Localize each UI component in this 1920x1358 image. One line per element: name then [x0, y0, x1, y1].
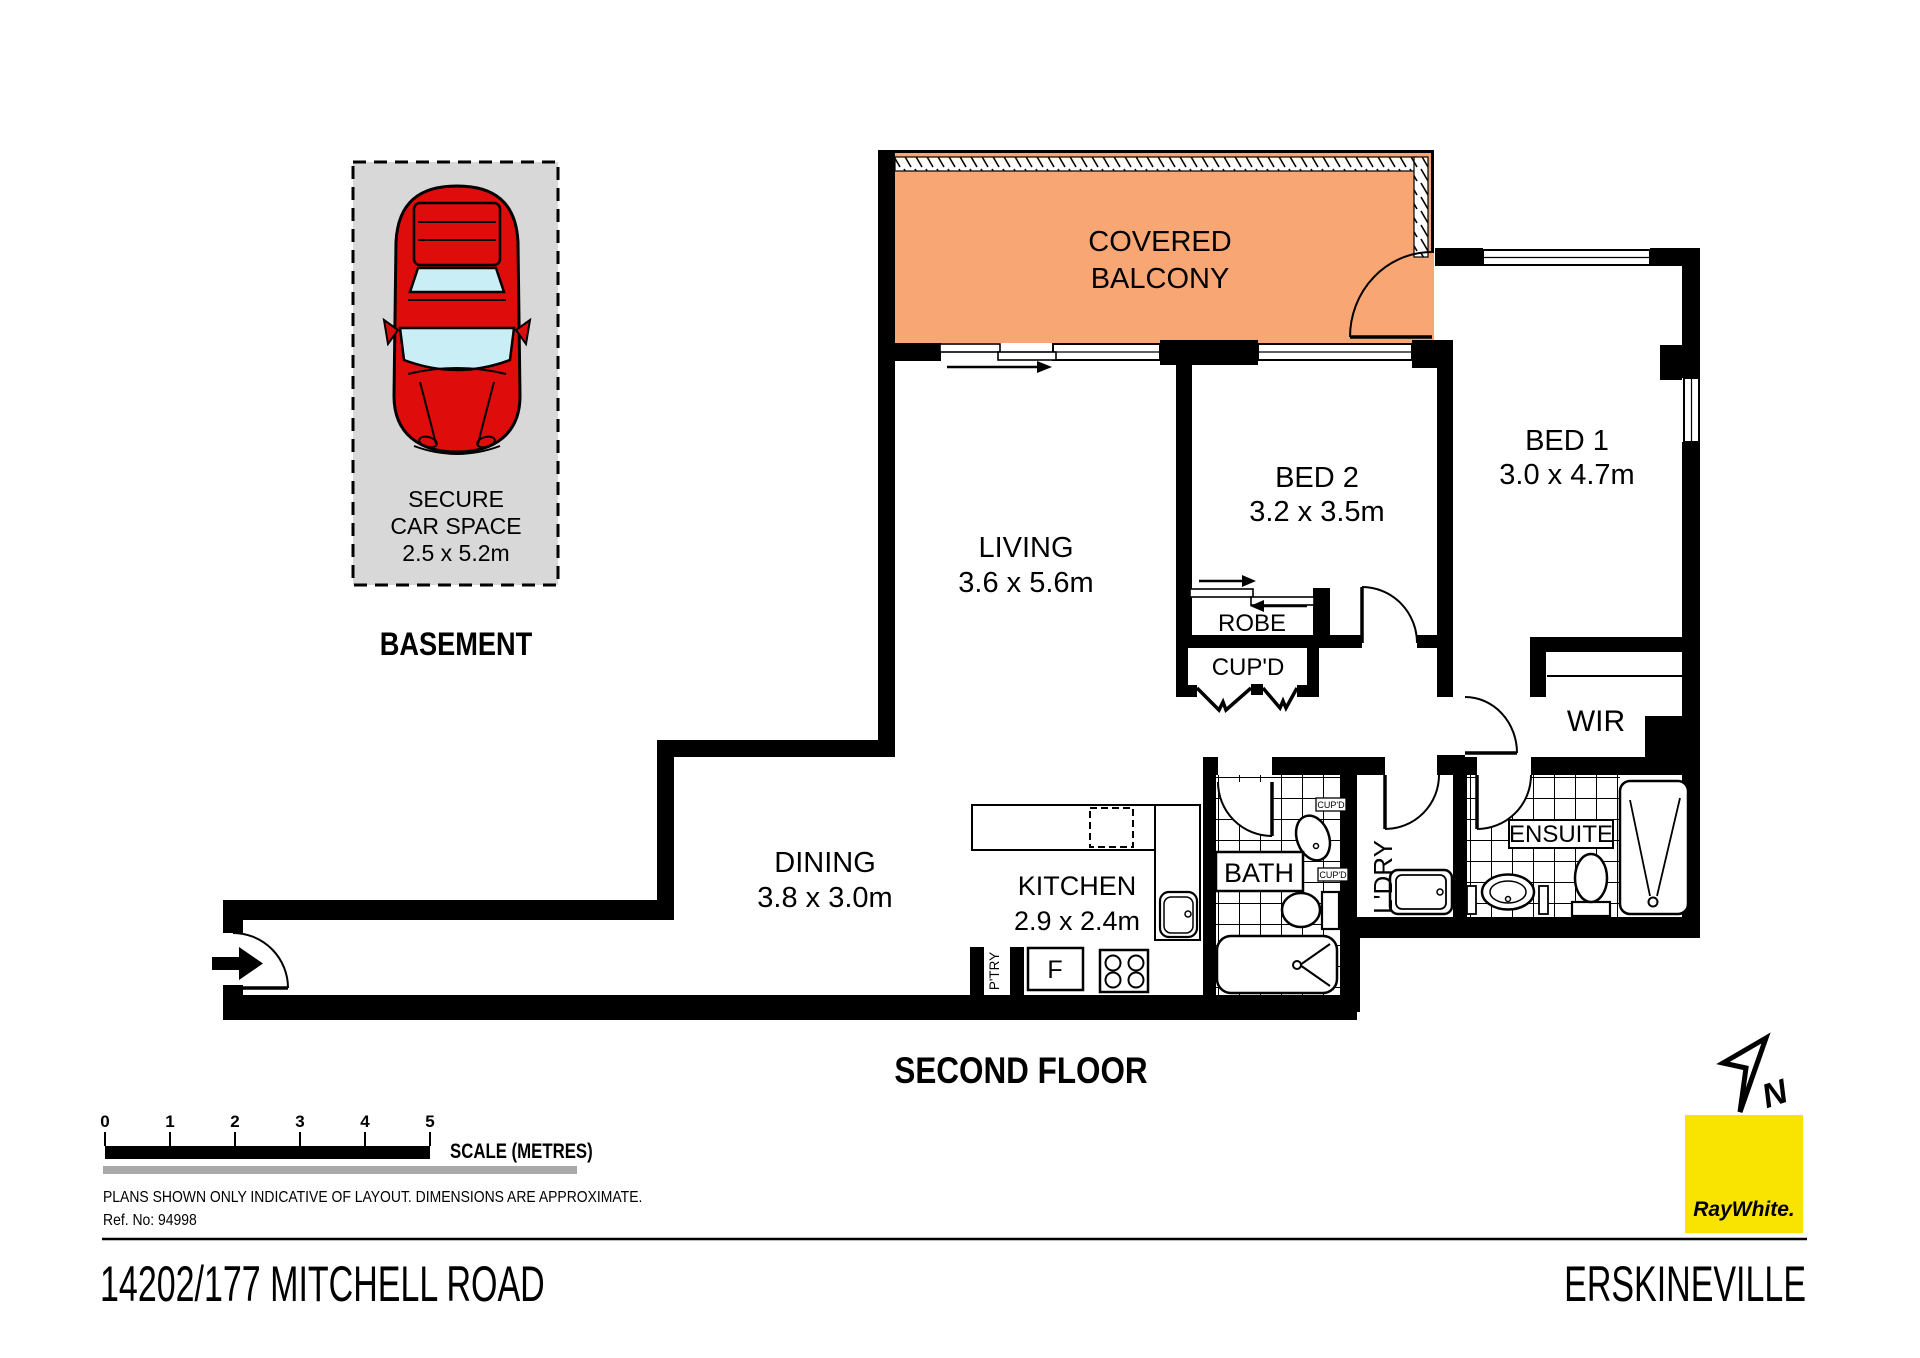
bed2-label: BED 2: [1275, 462, 1359, 494]
bed1-dims: 3.0 x 4.7m: [1499, 459, 1634, 491]
toilet-icon: [1280, 890, 1341, 931]
basement-title: BASEMENT: [380, 627, 533, 663]
laundry-tub-icon: [1388, 868, 1454, 916]
basement-section: SECURE CAR SPACE 2.5 x 5.2m BASEMENT: [351, 160, 560, 663]
bath-fixtures: CUP'D CUP'D BATH: [1214, 797, 1349, 995]
bed2-dims: 3.2 x 3.5m: [1249, 496, 1384, 528]
bench-appliance: [1089, 807, 1134, 848]
balustrade-right: [1413, 156, 1429, 258]
slide-arrow-icon: [1037, 361, 1052, 373]
basin-icon: [1294, 814, 1332, 862]
slide-arrow-icon: [1242, 575, 1256, 587]
scale-tick-5: 5: [425, 1112, 434, 1131]
ensuite-fixtures: ENSUITE: [1466, 779, 1690, 918]
branding: N RayWhite.: [1685, 1032, 1803, 1233]
scale-tick-1: 1: [165, 1112, 174, 1131]
scale-bar: 0 1 2 3 4 5 SCALE (METRES): [100, 1112, 593, 1174]
footer-suburb: ERSKINEVILLE: [1564, 1257, 1806, 1313]
scale-tick-2: 2: [230, 1112, 239, 1131]
cupboard-bifold-doors: [1185, 684, 1308, 713]
scale-gray-bar: [103, 1166, 577, 1174]
laundry-label: L'DRY: [1368, 840, 1398, 914]
scale-tick-0: 0: [100, 1112, 109, 1131]
bath-cupboard-bottom-label: CUP'D: [1319, 870, 1347, 880]
sink-icon: [1158, 890, 1199, 939]
raywhite-logo: [1685, 1115, 1803, 1233]
ref-number: Ref. No: 94998: [103, 1212, 197, 1229]
kitchen-dims: 2.9 x 2.4m: [1014, 906, 1140, 936]
slide-arrow-icon: [1250, 600, 1264, 612]
balcony-label-line2: BALCONY: [1091, 263, 1230, 295]
disclaimer-text: PLANS SHOWN ONLY INDICATIVE OF LAYOUT. D…: [103, 1189, 642, 1206]
compass-north-letter: N: [1757, 1072, 1793, 1116]
balcony-label-line1: COVERED: [1088, 226, 1231, 258]
car-icon: [382, 184, 532, 455]
balcony-floor: [878, 150, 1434, 343]
cupboard-label: CUP'D: [1212, 654, 1285, 681]
ensuite-label: ENSUITE: [1509, 821, 1613, 848]
raywhite-logo-text: RayWhite.: [1693, 1198, 1795, 1221]
laundry-fixtures: L'DRY: [1368, 840, 1454, 916]
pantry-label: P'TRY: [987, 952, 1002, 990]
kitchen-label: KITCHEN: [1018, 871, 1137, 901]
robe-label: ROBE: [1218, 610, 1286, 637]
room-labels: LIVING 3.6 x 5.6m DINING 3.8 x 3.0m KITC…: [757, 425, 1634, 936]
entry-arrow-icon: [212, 947, 263, 980]
robe-sliding-door: [1189, 575, 1315, 612]
bath-cupboard-top-label: CUP'D: [1317, 800, 1345, 810]
bed1-label: BED 1: [1525, 425, 1609, 457]
floor-title: SECOND FLOOR: [894, 1051, 1147, 1092]
living-label: LIVING: [978, 532, 1073, 564]
footer-address: 14202/177 MITCHELL ROAD: [100, 1257, 545, 1313]
kitchen-fixtures: F P'TRY: [971, 804, 1201, 994]
dining-label: DINING: [774, 847, 876, 879]
fridge-box: [1026, 946, 1085, 992]
notes: PLANS SHOWN ONLY INDICATIVE OF LAYOUT. D…: [103, 1189, 642, 1229]
dining-dims: 3.8 x 3.0m: [757, 882, 892, 914]
wir-label: WIR: [1567, 705, 1625, 738]
living-dims: 3.6 x 5.6m: [958, 567, 1093, 599]
fridge-label: F: [1047, 956, 1062, 984]
bathtub-icon: [1215, 934, 1339, 995]
footer: 14202/177 MITCHELL ROAD ERSKINEVILLE: [100, 1237, 1807, 1313]
windows: [1052, 249, 1700, 443]
living-sliding-door: [939, 343, 1057, 373]
car-space-label-line1: SECURE: [408, 486, 504, 512]
north-compass-icon: N: [1716, 1032, 1794, 1116]
balcony: COVERED BALCONY: [878, 150, 1434, 343]
scale-tick-3: 3: [295, 1112, 304, 1131]
cooktop-icon: [1098, 948, 1150, 994]
car-space-dims: 2.5 x 5.2m: [402, 540, 509, 566]
walls: [223, 150, 1700, 1020]
doors: [232, 251, 1532, 990]
bath-label: BATH: [1224, 858, 1294, 888]
toilet-icon: [1570, 852, 1612, 918]
balustrade-top: [894, 156, 1417, 172]
vanity-basin-icon: [1466, 873, 1549, 915]
car-space-label-line2: CAR SPACE: [390, 513, 521, 539]
shower-icon: [1618, 779, 1690, 916]
scale-tick-4: 4: [360, 1112, 370, 1131]
scale-label: SCALE (METRES): [450, 1140, 593, 1163]
